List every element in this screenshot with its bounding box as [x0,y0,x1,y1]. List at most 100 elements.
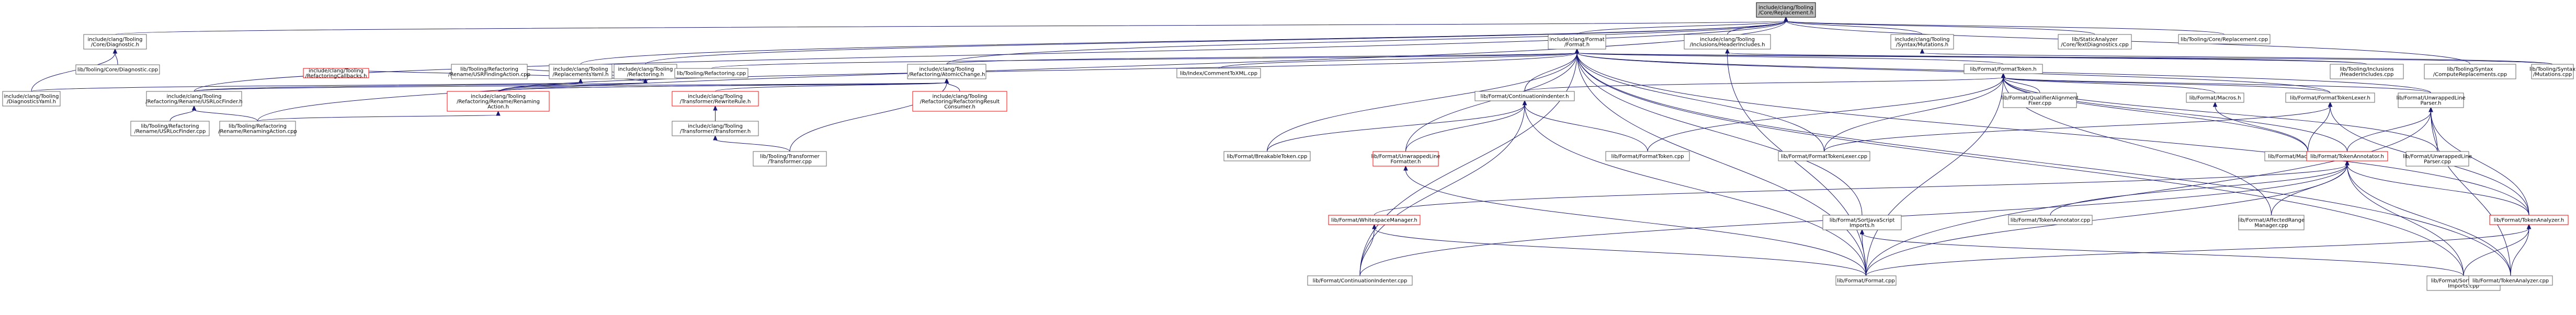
node-label-formattoken-0: lib/Format/FormatToken.h [1970,67,2036,73]
node-box-renamingactioncpp[interactable] [219,121,296,136]
node-box-replacementcpp[interactable] [2178,34,2271,44]
node-box-diag[interactable] [83,34,147,50]
node-box-replyaml[interactable] [549,64,612,79]
node-atomicchange[interactable]: include/clang/Tooling/Refactoring/Atomic… [907,64,986,79]
node-macrosh[interactable]: lib/Format/Macros.h [2186,92,2244,103]
node-box-macrosh[interactable] [2186,92,2244,103]
node-diagcpp[interactable]: lib/Tooling/Core/Diagnostic.cpp [75,64,160,75]
node-box-syntaxmutations[interactable] [1890,34,1954,50]
node-box-tokenanalyzercpp[interactable] [2468,275,2553,286]
node-box-contindentercpp[interactable] [1307,275,1413,286]
node-box-contindenterh[interactable] [1474,91,1575,101]
node-box-formatcpp[interactable] [1835,275,1897,286]
node-refresultconsumer[interactable]: include/clang/Tooling/Refactoring/Refact… [912,91,1007,112]
node-tokenanalyzerh[interactable]: lib/Format/TokenAnalyzer.h [2489,215,2569,225]
node-usrlocfindercpp[interactable]: lib/Tooling/Refactoring/Rename/USRLocFin… [130,121,210,136]
node-box-tokenannotatorcpp[interactable] [2008,215,2093,225]
node-box-compreplcpp[interactable] [2424,64,2516,79]
node-commenttoxml[interactable]: lib/Index/CommentToXML.cpp [1176,68,1261,78]
node-renamingactionh[interactable]: include/clang/Tooling/Refactoring/Rename… [447,91,550,112]
node-box-unwrappedformatterh[interactable] [1372,151,1439,167]
arrowhead-transformercpp-to-transformerh [713,135,718,141]
node-replyaml[interactable]: include/clang/Tooling/ReplacementsYaml.h [549,64,612,79]
node-breakabletoken[interactable]: lib/Format/BreakableToken.cpp [1223,151,1311,161]
node-compreplcpp[interactable]: lib/Tooling/Syntax/ComputeReplacements.c… [2424,64,2516,79]
node-box-tokenlexerh[interactable] [2285,92,2375,103]
node-box-mutationscpp[interactable] [2531,64,2574,79]
node-label-contindenterh-0: lib/Format/ContinuationIndenter.h [1481,94,1569,100]
node-box-transformercpp[interactable] [753,151,827,167]
node-box-sortjsimportsh[interactable] [1822,215,1902,230]
node-box-usrlocfindercpp[interactable] [130,121,210,136]
node-box-tokenlexercpp[interactable] [1778,151,1870,161]
arrowhead-formatcpp-to-unwrappedformatterh [1403,165,1408,171]
node-formath[interactable]: include/clang/Format/Format.h [1548,34,1606,50]
node-formattokencpp[interactable]: lib/Format/FormatToken.cpp [1605,151,1690,161]
node-box-formattoken[interactable] [1964,64,2043,74]
node-box-root[interactable] [1756,2,1816,18]
node-box-affectedrange[interactable] [2238,215,2305,230]
node-box-qualifieralign[interactable] [2003,92,2077,108]
node-formatcpp[interactable]: lib/Format/Format.cpp [1835,275,1897,286]
node-usrfindingaction[interactable]: lib/Tooling/Refactoring/Rename/USRFindin… [448,64,530,79]
node-inclheadercpp[interactable]: lib/Tooling/Inclusions/HeaderIncludes.cp… [2330,64,2404,79]
node-box-formattokencpp[interactable] [1605,151,1690,161]
node-box-usrfindingaction[interactable] [451,64,528,79]
node-diagyaml[interactable]: include/clang/Tooling/DiagnosticsYaml.h [2,91,61,107]
node-label-usrlocfindercpp-1: /Rename/USRLocFinder.cpp [134,129,206,135]
node-tokenannotatorcpp[interactable]: lib/Format/TokenAnnotator.cpp [2008,215,2093,225]
node-diag[interactable]: include/clang/Tooling/Core/Diagnostic.h [83,34,147,50]
node-box-unwrappedparserh[interactable] [2398,92,2464,108]
node-box-renamingactionh[interactable] [447,91,550,112]
node-box-commenttoxml[interactable] [1176,68,1261,78]
node-refactoring[interactable]: include/clang/Tooling/Refactoring.h [614,64,677,79]
node-renamingactioncpp[interactable]: lib/Tooling/Refactoring/Rename/RenamingA… [218,121,297,136]
node-replacementcpp[interactable]: lib/Tooling/Core/Replacement.cpp [2178,34,2271,44]
node-box-unwrappedparsercpp[interactable] [2405,151,2469,167]
node-box-transformerh[interactable] [672,121,759,136]
node-transformerh[interactable]: include/clang/Tooling/Transformer/Transf… [672,121,759,136]
node-box-headerincludes[interactable] [1684,34,1771,50]
edge-breakabletoken-to-formath [1267,52,1578,152]
node-tokenanalyzercpp[interactable]: lib/Format/TokenAnalyzer.cpp [2468,275,2553,286]
node-rewriterule[interactable]: include/clang/Tooling/Transformer/Rewrit… [672,91,759,107]
node-box-tokenanalyzerh[interactable] [2489,215,2569,225]
node-box-formath[interactable] [1548,34,1606,50]
node-box-whitespacemgr[interactable] [1328,215,1421,225]
node-tokenannotatorh[interactable]: lib/Format/TokenAnnotator.h [2306,151,2388,161]
node-box-tokenannotatorh[interactable] [2306,151,2388,161]
node-tokenlexercpp[interactable]: lib/Format/FormatTokenLexer.cpp [1778,151,1870,161]
node-usrlocfinder[interactable]: include/clang/Tooling/Refactoring/Rename… [145,91,243,107]
node-tokenlexerh[interactable]: lib/Format/FormatTokenLexer.h [2285,92,2375,103]
node-headerincludes[interactable]: include/clang/Tooling/Inclusions/HeaderI… [1684,34,1771,50]
node-whitespacemgr[interactable]: lib/Format/WhitespaceManager.h [1328,215,1421,225]
node-box-textdiag[interactable] [2058,34,2132,50]
node-box-refactoring[interactable] [614,64,677,79]
node-mutationscpp[interactable]: lib/Tooling/Syntax/Mutations.cpp [2529,64,2575,79]
node-transformercpp[interactable]: lib/Tooling/Transformer/Transformer.cpp [753,151,827,167]
node-box-inclheadercpp[interactable] [2330,64,2404,79]
node-box-refresultconsumer[interactable] [912,91,1007,112]
node-formattoken[interactable]: lib/Format/FormatToken.h [1964,64,2043,74]
node-syntaxmutations[interactable]: include/clang/Tooling/Syntax/Mutations.h [1890,34,1954,50]
node-textdiag[interactable]: lib/StaticAnalyzer/Core/TextDiagnostics.… [2058,34,2132,50]
node-box-refcpp[interactable] [674,68,748,78]
node-box-usrlocfinder[interactable] [146,91,242,107]
node-refcallbacks[interactable]: include/clang/Tooling/RefactoringCallbac… [303,68,369,79]
node-contindenterh[interactable]: lib/Format/ContinuationIndenter.h [1474,91,1575,101]
node-box-diagyaml[interactable] [2,91,61,107]
node-root[interactable]: include/clang/Tooling/Core/Replacement.h [1756,2,1816,18]
node-contindentercpp[interactable]: lib/Format/ContinuationIndenter.cpp [1307,275,1413,286]
node-box-diagcpp[interactable] [75,64,160,75]
node-refcpp[interactable]: lib/Tooling/Refactoring.cpp [674,68,748,78]
node-box-rewriterule[interactable] [672,91,759,107]
node-box-atomicchange[interactable] [907,64,986,79]
node-box-refcallbacks[interactable] [303,68,369,78]
node-box-breakabletoken[interactable] [1223,151,1311,161]
